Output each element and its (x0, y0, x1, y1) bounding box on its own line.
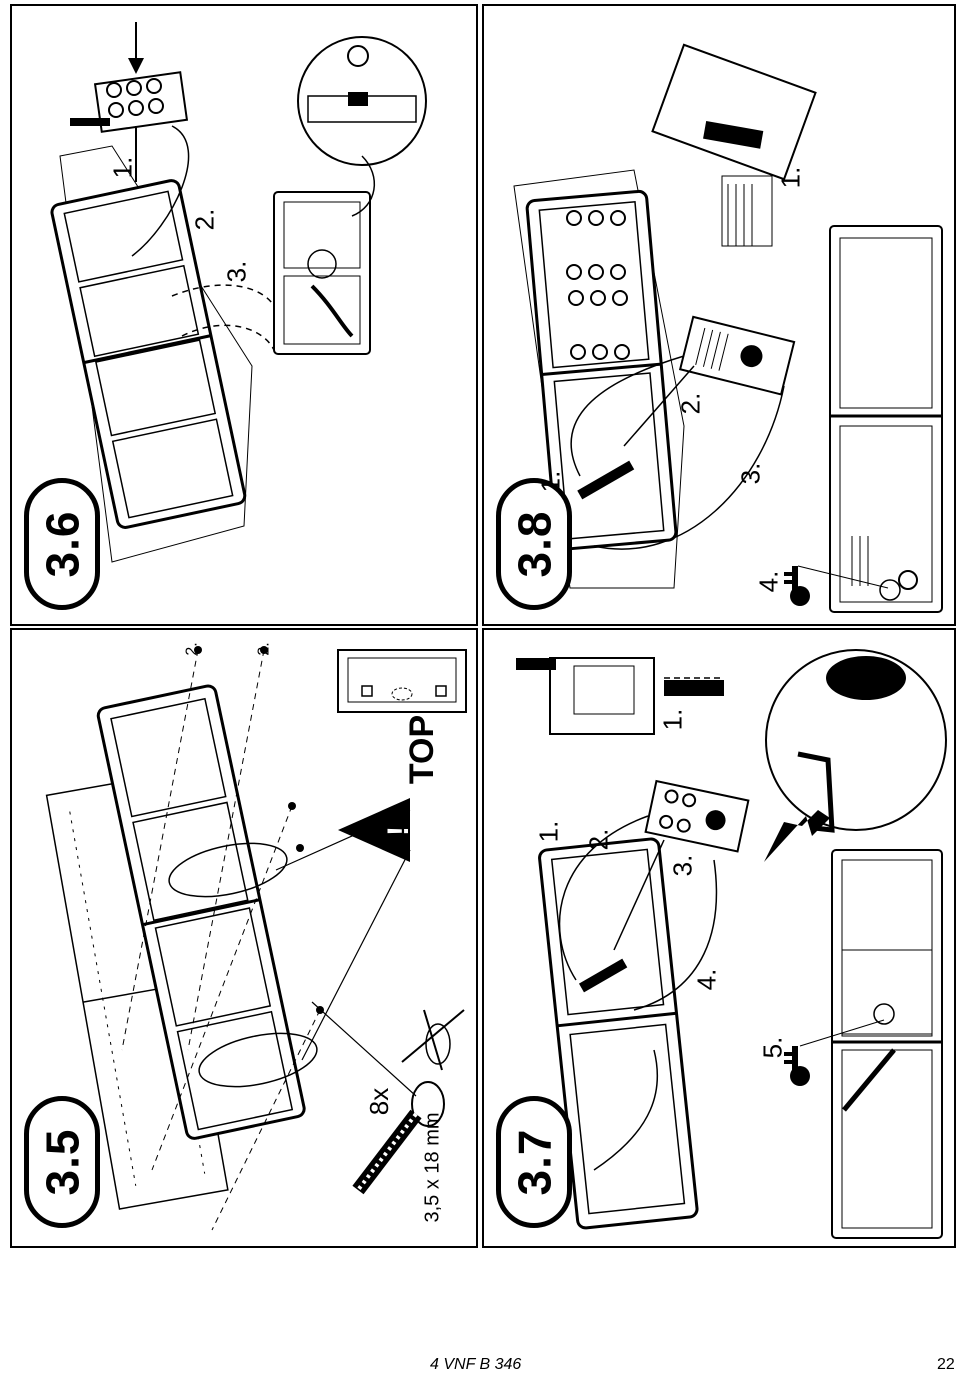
step-label: 3. (221, 260, 252, 283)
step-label: 1. (657, 708, 688, 731)
illustration-3-7 (516, 649, 947, 1239)
document-code: 4 VNF B 346 (430, 1356, 522, 1373)
badge-3-7: 3.7 (496, 1096, 572, 1228)
callout-label: 2. (183, 642, 201, 656)
step-label: 5. (757, 1036, 788, 1059)
audio-module (678, 315, 796, 396)
step-label: 1. (107, 156, 138, 179)
step-label: 2. (675, 392, 706, 415)
arrow-icon (764, 810, 830, 862)
screw-icon (352, 1081, 445, 1195)
step-label: 4. (753, 570, 784, 593)
frame-3-8 (525, 189, 678, 551)
crossed-screw-icon (401, 1009, 465, 1071)
badge-3-8: 3.8 (496, 478, 572, 610)
step-label: 1. (775, 166, 806, 189)
badge-3-6: 3.6 (24, 478, 100, 610)
step-label: 3. (735, 462, 766, 485)
key-icon (784, 1046, 810, 1086)
callout-label: 2. (255, 642, 273, 656)
keypad-module (644, 779, 750, 853)
page-number: 22 (937, 1356, 955, 1373)
warning-symbol: ! (382, 826, 415, 836)
key-icon (784, 566, 810, 606)
step-label: 4. (691, 968, 722, 991)
badge-3-5: 3.5 (24, 1096, 100, 1228)
illustration-3-5 (45, 646, 467, 1231)
illustration-3-6 (50, 22, 427, 563)
step-label: 1. (533, 820, 564, 843)
step-label: 2. (189, 208, 220, 231)
frame-3-7 (538, 837, 699, 1230)
panel-3-8: 3.8 1. 1. 2. 3. 4. (482, 4, 956, 626)
keypad-module (70, 71, 189, 133)
step-label: 3. (667, 854, 698, 877)
step-label: 1. (535, 470, 566, 493)
keypad-buttons (566, 210, 630, 360)
panel-3-7: 3.7 1. 1. 2. 3. 4. 5. (482, 628, 956, 1248)
step-label: 2. (583, 828, 614, 851)
top-label: TOP (403, 714, 442, 785)
panel-3-6: 3.6 1. 2. 3. (10, 4, 478, 626)
illustration-3-8 (513, 43, 943, 613)
panel-3-5: 3.5 2. 2. ! TOP 8x 3,5 x 18 mm (10, 628, 478, 1248)
screw-count: 8x (364, 1087, 395, 1116)
frame-3-6 (50, 179, 247, 529)
screw-size: 3,5 x 18 mm (421, 1112, 444, 1223)
warning-triangle-icon (338, 798, 410, 862)
frame-3-5 (96, 684, 306, 1140)
